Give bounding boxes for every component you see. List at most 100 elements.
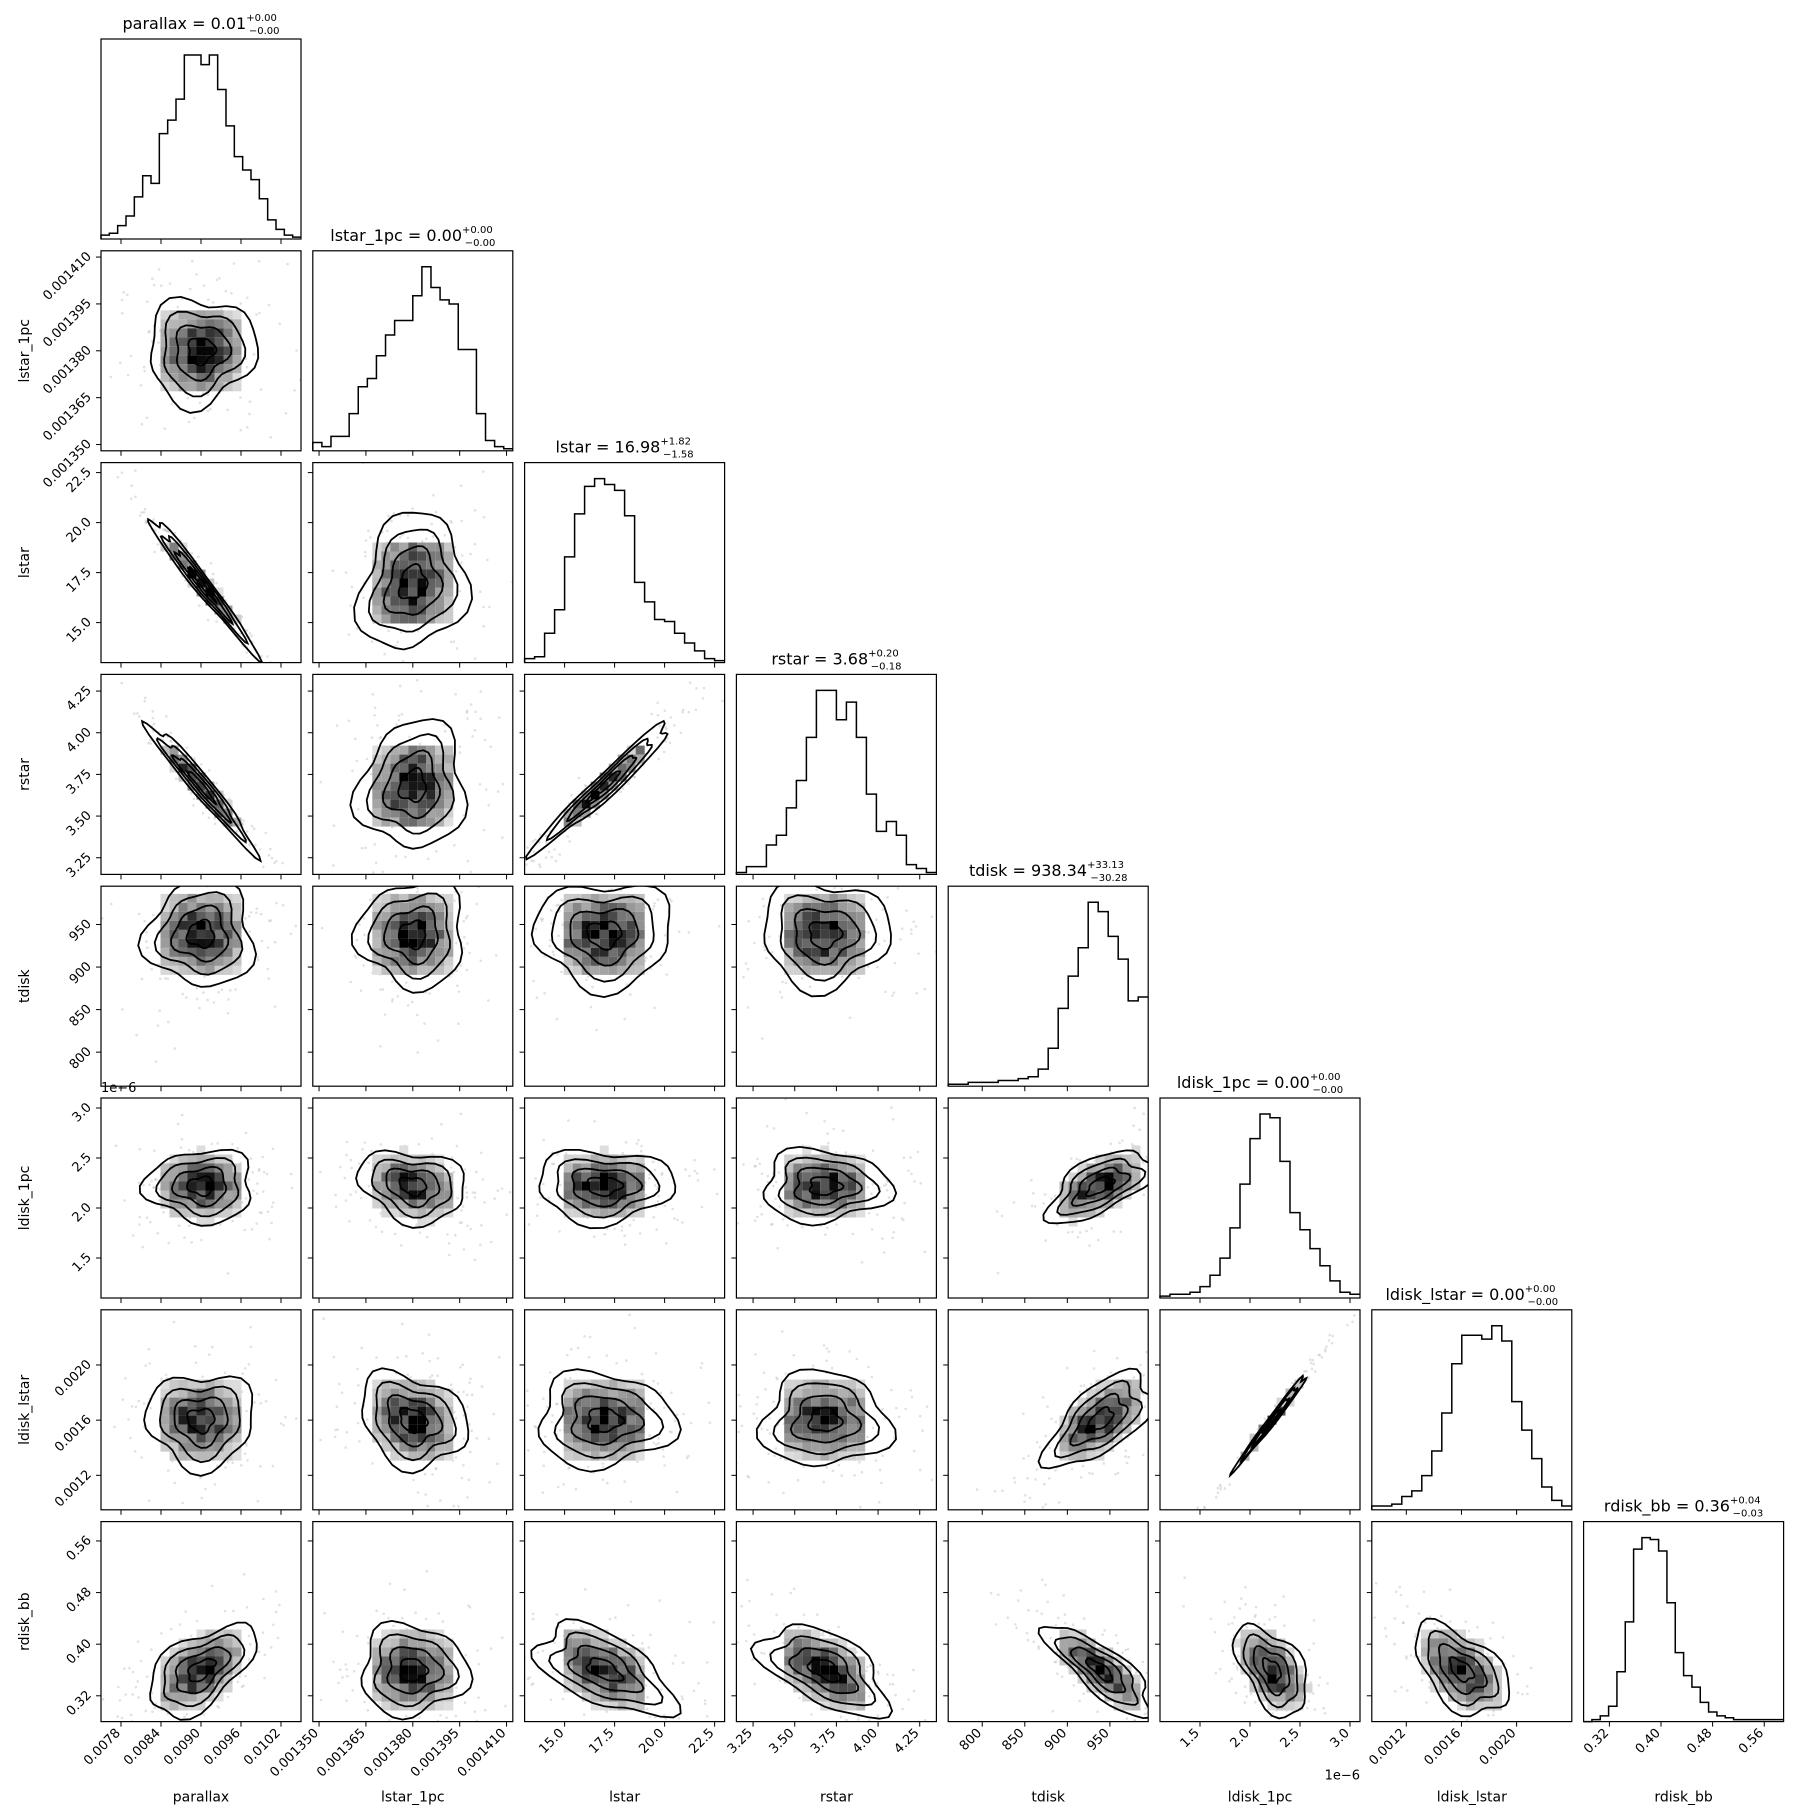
sample-point — [1142, 1112, 1145, 1115]
density-cell — [223, 920, 233, 930]
density-cell — [399, 893, 409, 903]
sample-point — [361, 1148, 364, 1151]
density-cell — [408, 578, 418, 588]
sample-point — [462, 1437, 466, 1440]
density-cell — [178, 1683, 188, 1693]
density-cell — [187, 346, 197, 356]
sample-point — [466, 1405, 469, 1409]
contour-1sigma — [175, 324, 233, 382]
sample-point — [266, 655, 269, 658]
sample-point — [425, 1569, 429, 1573]
sample-point — [772, 1127, 776, 1130]
density-cell — [214, 956, 224, 966]
sample-point — [733, 670, 736, 673]
sample-point — [825, 1347, 829, 1350]
density-cell — [435, 920, 445, 930]
sample-point — [190, 1723, 193, 1726]
sample-point — [646, 861, 649, 864]
density-cell — [372, 569, 382, 579]
density-cell — [223, 1379, 233, 1389]
density-cell — [408, 1163, 418, 1173]
sample-point — [245, 1605, 249, 1609]
density-cell — [205, 1656, 215, 1666]
density-cell — [408, 772, 418, 782]
contour-1.5sigma — [163, 310, 247, 398]
y-tick-label-tdisk: 850 — [67, 1002, 95, 1030]
density-cell — [784, 1379, 794, 1389]
sample-point — [469, 1450, 472, 1454]
y-tick-label-lstar_1pc: 0.001395 — [40, 296, 94, 350]
sample-point — [1215, 1496, 1218, 1499]
sample-point — [465, 709, 469, 713]
sample-point — [1198, 1113, 1201, 1116]
sample-point — [406, 1004, 410, 1007]
sample-point — [192, 797, 196, 801]
sample-point — [640, 1144, 643, 1148]
density-cell — [838, 1199, 848, 1209]
density-cell — [426, 578, 436, 588]
sample-point — [913, 1449, 916, 1453]
density-cell — [435, 560, 445, 570]
density-cell — [426, 790, 436, 800]
sample-point — [488, 1728, 491, 1731]
sample-point — [700, 1362, 704, 1365]
density-cell — [169, 920, 179, 930]
density-cell — [572, 1190, 582, 1200]
sample-point — [421, 1351, 425, 1355]
sample-point — [552, 1162, 556, 1166]
sample-point — [890, 1388, 893, 1392]
y-tick-label-tdisk: 900 — [67, 959, 95, 987]
density-cell — [232, 1629, 242, 1639]
density-cell — [390, 1154, 400, 1164]
density-cell — [187, 1181, 197, 1191]
density-cell — [1122, 1415, 1132, 1425]
sample-point — [416, 1051, 420, 1054]
sample-point — [765, 1124, 769, 1128]
density-cell — [793, 1388, 803, 1398]
density-cell — [590, 920, 600, 930]
density-cell — [399, 1379, 409, 1389]
sample-point — [460, 891, 463, 894]
density-cell — [608, 929, 618, 939]
sample-point — [156, 543, 159, 546]
density-cell — [178, 902, 188, 912]
sample-point — [452, 640, 456, 643]
sample-point — [859, 1505, 862, 1509]
density-cell — [608, 1154, 618, 1164]
sample-point — [1030, 1204, 1034, 1208]
sample-point — [151, 716, 155, 720]
density-cell — [408, 1172, 418, 1182]
density-cell — [381, 920, 391, 930]
sample-point — [289, 932, 293, 936]
sample-point — [382, 1612, 386, 1616]
sample-point — [358, 923, 361, 926]
density-cell — [635, 1181, 645, 1191]
sample-point — [190, 551, 194, 555]
sample-point — [140, 1456, 143, 1459]
density-cell — [205, 1674, 215, 1684]
sample-point — [918, 1414, 922, 1418]
sample-point — [1309, 1361, 1313, 1365]
density-cell — [390, 929, 400, 939]
sample-point — [1203, 1506, 1206, 1509]
sample-point — [848, 1350, 851, 1353]
sample-point — [455, 1144, 459, 1148]
sample-point — [355, 627, 359, 630]
sample-point — [370, 640, 374, 643]
sample-point — [212, 1001, 216, 1004]
sample-point — [541, 1491, 544, 1494]
sample-point — [379, 1045, 382, 1048]
sample-point — [247, 1363, 251, 1366]
density-cell — [829, 1181, 839, 1191]
contour-1sigma — [793, 907, 862, 966]
density-cell — [635, 929, 645, 939]
density-cell — [169, 1208, 179, 1218]
density-cell — [399, 1199, 409, 1209]
density-cell — [417, 1451, 427, 1461]
sample-point — [372, 871, 375, 874]
density-cell — [435, 578, 445, 588]
density-cell — [608, 1172, 618, 1182]
contour-0.5sigma — [398, 1406, 430, 1435]
sample-point — [341, 1630, 345, 1633]
density-cell — [784, 929, 794, 939]
